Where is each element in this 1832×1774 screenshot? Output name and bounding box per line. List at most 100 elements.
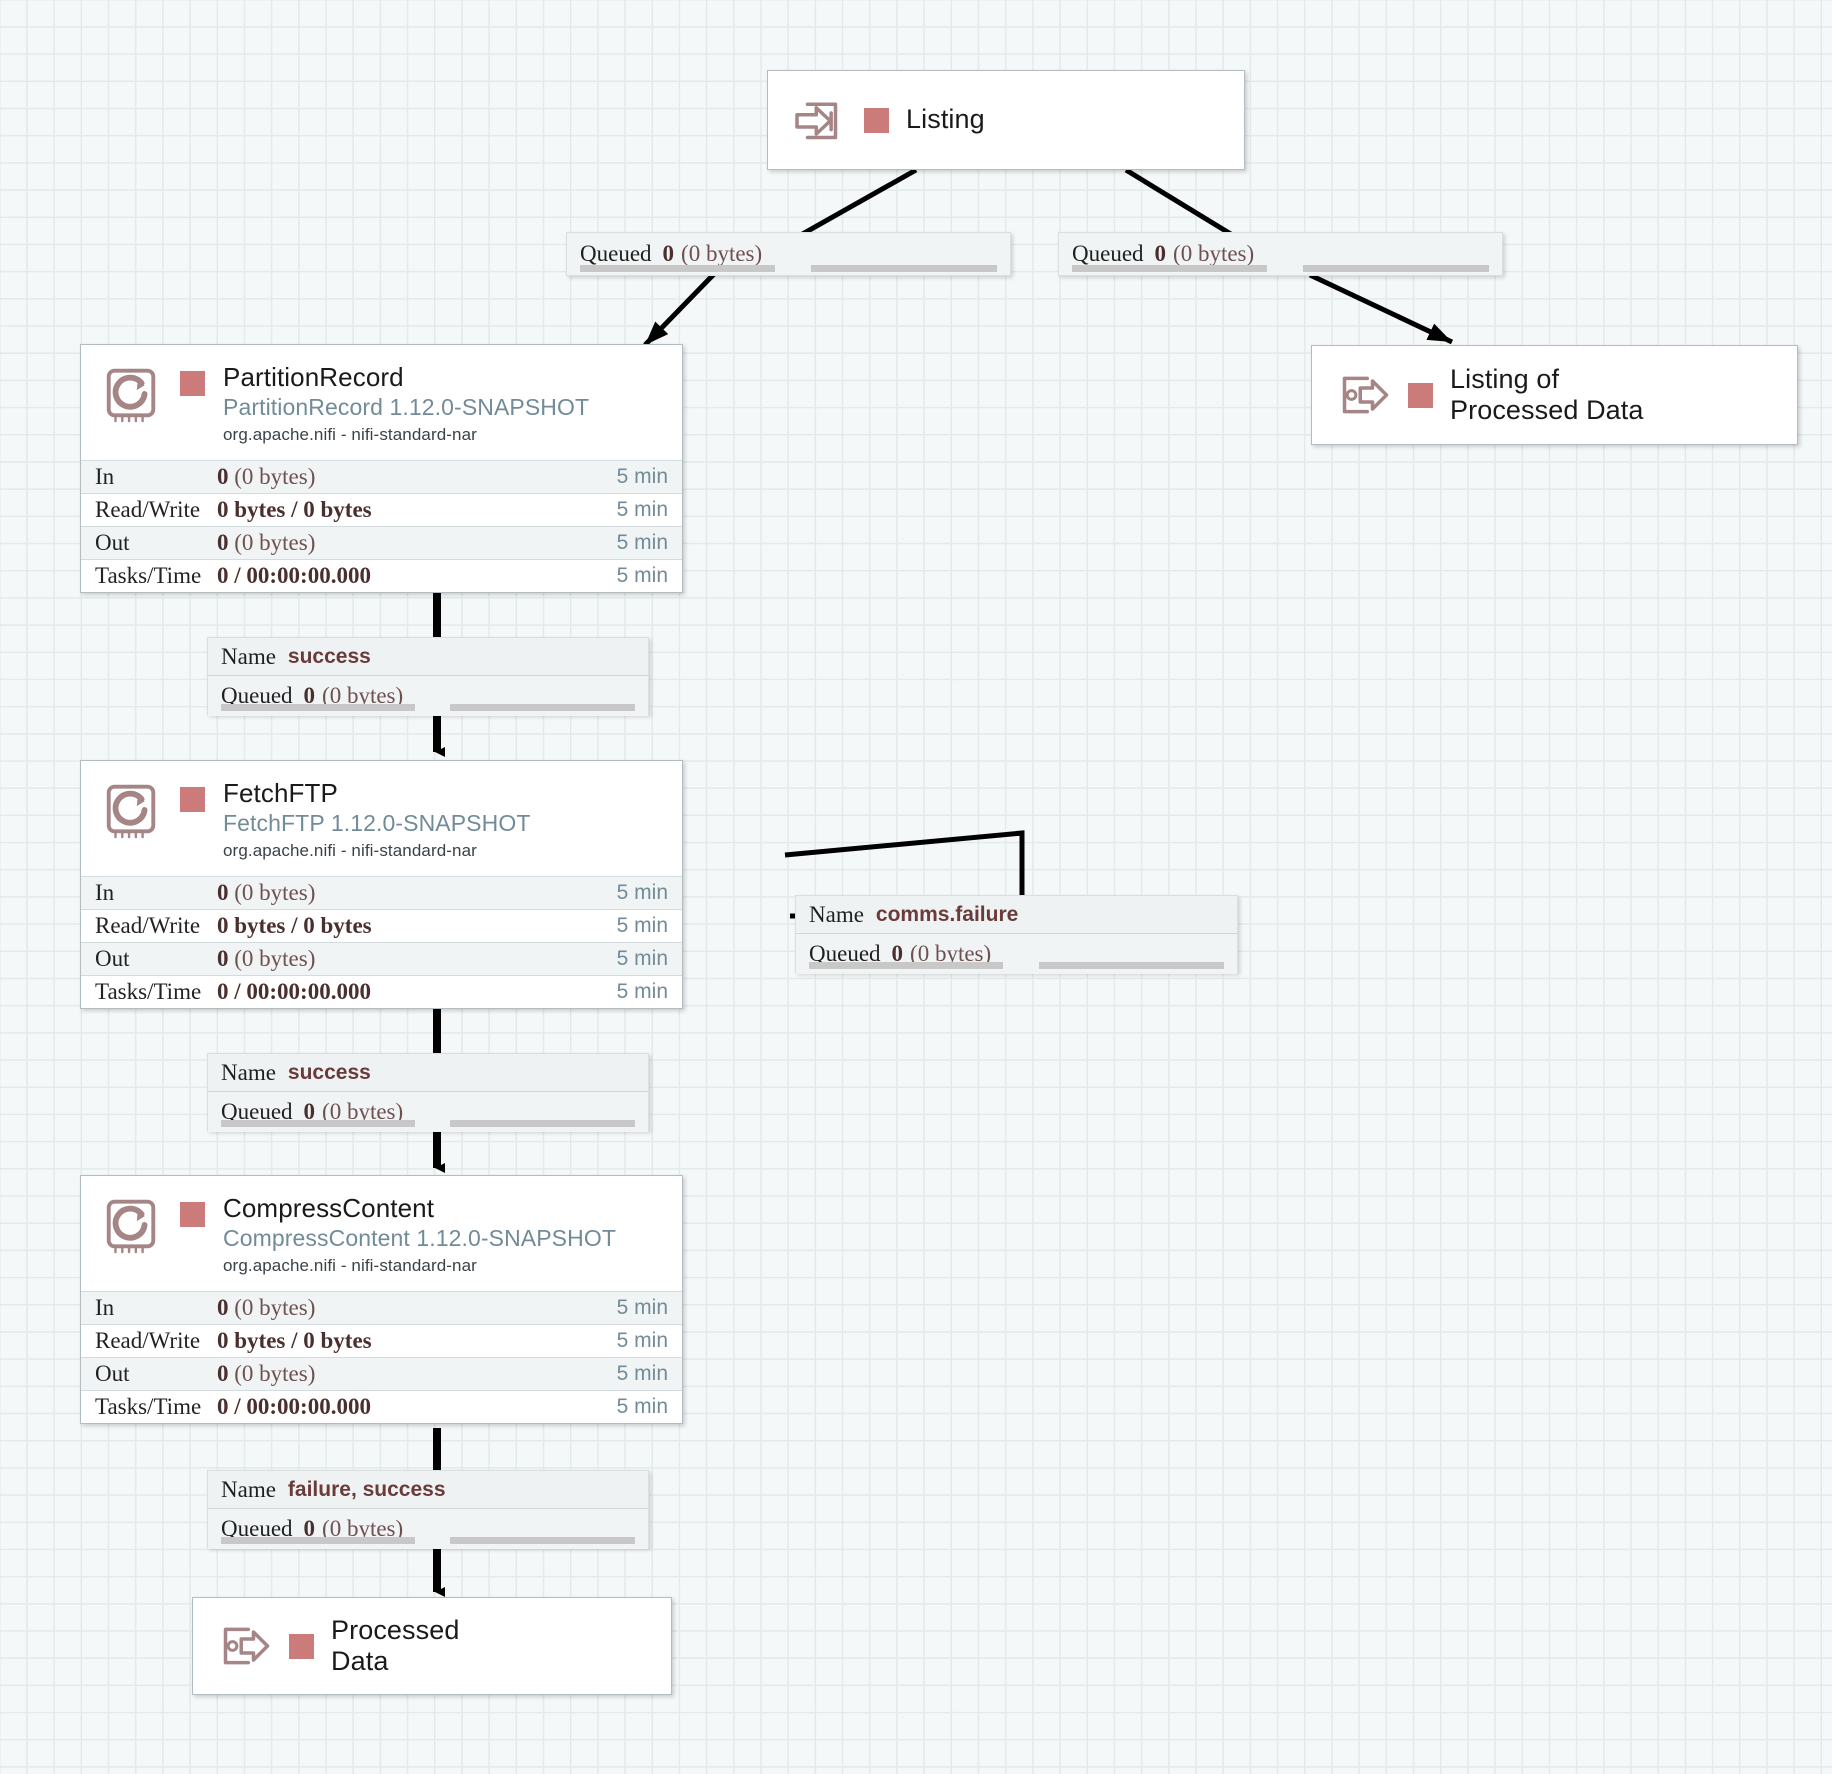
queue-count-bar — [221, 704, 415, 711]
queue-size-bar — [1038, 962, 1224, 969]
queue-size-bar — [450, 1120, 635, 1127]
processor-name: CompressContent — [223, 1193, 435, 1223]
stat-row: In 0 (0 bytes) 5 min — [81, 459, 682, 493]
queue-progress-bars — [208, 704, 648, 711]
output-port-label: Listing of Processed Data — [1450, 363, 1644, 425]
name-label: Name — [809, 901, 864, 927]
relationship-name: failure, success — [287, 1477, 446, 1501]
stat-time: 5 min — [616, 1361, 668, 1385]
stat-value: 0 bytes / 0 bytes — [217, 1328, 617, 1354]
processor-fetchftp[interactable]: FetchFTP FetchFTP 1.12.0-SNAPSHOT org.ap… — [80, 760, 683, 1009]
stat-value: 0 / 00:00:00.000 — [217, 1394, 617, 1420]
stat-value-number: 0 — [217, 945, 229, 971]
stat-time: 5 min — [616, 464, 668, 488]
status-badge — [289, 1633, 314, 1659]
stat-row: Out 0 (0 bytes) 5 min — [81, 941, 682, 975]
queue-progress-bars — [567, 265, 1010, 272]
stat-row: In 0 (0 bytes) 5 min — [81, 875, 682, 909]
connection-name-row: Name failure, success — [208, 1471, 648, 1509]
connection-label-compresscontent-to-processed-data[interactable]: Name failure, success Queued 0 (0 bytes) — [207, 1470, 649, 1549]
processor-icon — [106, 368, 156, 423]
stat-value: 0 (0 bytes) — [217, 946, 617, 972]
stat-label: Tasks/Time — [95, 978, 202, 1004]
stat-time: 5 min — [616, 979, 668, 1003]
stat-row: Read/Write 0 bytes / 0 bytes 5 min — [81, 492, 682, 526]
status-badge — [1408, 382, 1433, 408]
queued-label: Queued — [809, 941, 881, 966]
processor-icon — [106, 1199, 156, 1254]
connection-label-fetchftp-to-compresscontent[interactable]: Name success Queued 0 (0 bytes) — [207, 1053, 649, 1132]
processor-type: PartitionRecord 1.12.0-SNAPSHOT — [223, 393, 590, 420]
queued-size: (0 bytes) — [681, 241, 763, 266]
queued-count: 0 — [303, 1099, 316, 1124]
stat-label: Read/Write — [95, 912, 201, 938]
connection-name-row: Name comms.failure — [796, 896, 1237, 934]
stat-label: Tasks/Time — [95, 1393, 202, 1419]
connection-label-fetchftp-comms-failure[interactable]: Name comms.failure Queued 0 (0 bytes) — [795, 895, 1238, 974]
stat-label: Read/Write — [95, 496, 201, 522]
stat-label: In — [95, 463, 115, 489]
stat-label: In — [95, 879, 115, 905]
processor-type: CompressContent 1.12.0-SNAPSHOT — [223, 1224, 616, 1251]
stat-value-detail: (0 bytes) — [234, 529, 316, 555]
queued-label: Queued — [221, 1516, 293, 1541]
input-port-label: Listing — [906, 104, 985, 135]
queue-size-bar — [450, 1537, 635, 1544]
queued-count: 0 — [662, 241, 675, 266]
connection-label-listing-to-listing-of-processed-data[interactable]: Queued 0 (0 bytes) — [1058, 232, 1503, 276]
stat-time: 5 min — [616, 946, 668, 970]
connection-name-row: Name success — [208, 638, 648, 676]
queue-progress-bars — [796, 962, 1237, 969]
processor-partitionrecord[interactable]: PartitionRecord PartitionRecord 1.12.0-S… — [80, 344, 683, 593]
queued-label: Queued — [221, 1099, 293, 1124]
name-label: Name — [221, 643, 276, 669]
processor-compresscontent[interactable]: CompressContent CompressContent 1.12.0-S… — [80, 1175, 683, 1424]
stat-value-detail: (0 bytes) — [234, 945, 316, 971]
queued-size: (0 bytes) — [910, 941, 992, 966]
stat-time: 5 min — [616, 563, 668, 587]
stat-value-number: 0 — [217, 879, 229, 905]
queue-count-bar — [221, 1120, 415, 1127]
queued-label: Queued — [221, 683, 293, 708]
stat-value: 0 (0 bytes) — [217, 1295, 617, 1321]
relationship-name: success — [287, 1060, 371, 1084]
status-badge — [180, 1202, 205, 1227]
output-port-listing-of-processed-data[interactable]: Listing of Processed Data — [1311, 345, 1798, 445]
queue-progress-bars — [1059, 265, 1502, 272]
stat-value-number: 0 bytes / 0 bytes — [217, 912, 372, 938]
stat-time: 5 min — [616, 913, 668, 937]
queue-count-bar — [809, 962, 1004, 969]
queued-count: 0 — [891, 941, 904, 966]
output-port-processed-data[interactable]: Processed Data — [192, 1597, 672, 1695]
relationship-name: success — [287, 644, 371, 668]
stat-value-detail: (0 bytes) — [234, 1294, 316, 1320]
processor-bundle: org.apache.nifi - nifi-standard-nar — [223, 425, 477, 445]
stat-row: Read/Write 0 bytes / 0 bytes 5 min — [81, 1323, 682, 1357]
output-port-label: Processed Data — [331, 1614, 460, 1676]
stat-value-detail: (0 bytes) — [234, 463, 316, 489]
stat-value-number: 0 — [217, 463, 229, 489]
stat-row: Tasks/Time 0 / 00:00:00.000 5 min — [81, 1389, 682, 1423]
processor-icon — [106, 784, 156, 839]
stat-time: 5 min — [616, 880, 668, 904]
processor-header: PartitionRecord PartitionRecord 1.12.0-S… — [81, 345, 682, 460]
processor-bundle: org.apache.nifi - nifi-standard-nar — [223, 841, 477, 861]
processor-bundle: org.apache.nifi - nifi-standard-nar — [223, 1256, 477, 1276]
stat-value-number: 0 — [217, 529, 229, 555]
queued-count: 0 — [303, 1516, 316, 1541]
stat-value-detail: (0 bytes) — [234, 1360, 316, 1386]
stat-value-number: 0 — [217, 1360, 229, 1386]
queue-size-bar — [450, 704, 635, 711]
stat-value-number: 0 bytes / 0 bytes — [217, 1327, 372, 1353]
input-port-listing[interactable]: Listing — [767, 70, 1245, 170]
output-port-icon — [1342, 376, 1389, 414]
stat-row: Out 0 (0 bytes) 5 min — [81, 525, 682, 559]
stat-row: Tasks/Time 0 / 00:00:00.000 5 min — [81, 558, 682, 592]
connection-label-partitionrecord-to-fetchftp[interactable]: Name success Queued 0 (0 bytes) — [207, 637, 649, 716]
stat-value: 0 (0 bytes) — [217, 530, 617, 556]
connection-label-listing-to-partitionrecord[interactable]: Queued 0 (0 bytes) — [566, 232, 1011, 276]
processor-header: CompressContent CompressContent 1.12.0-S… — [81, 1176, 682, 1291]
processor-name: FetchFTP — [223, 778, 338, 808]
processor-type: FetchFTP 1.12.0-SNAPSHOT — [223, 809, 531, 836]
